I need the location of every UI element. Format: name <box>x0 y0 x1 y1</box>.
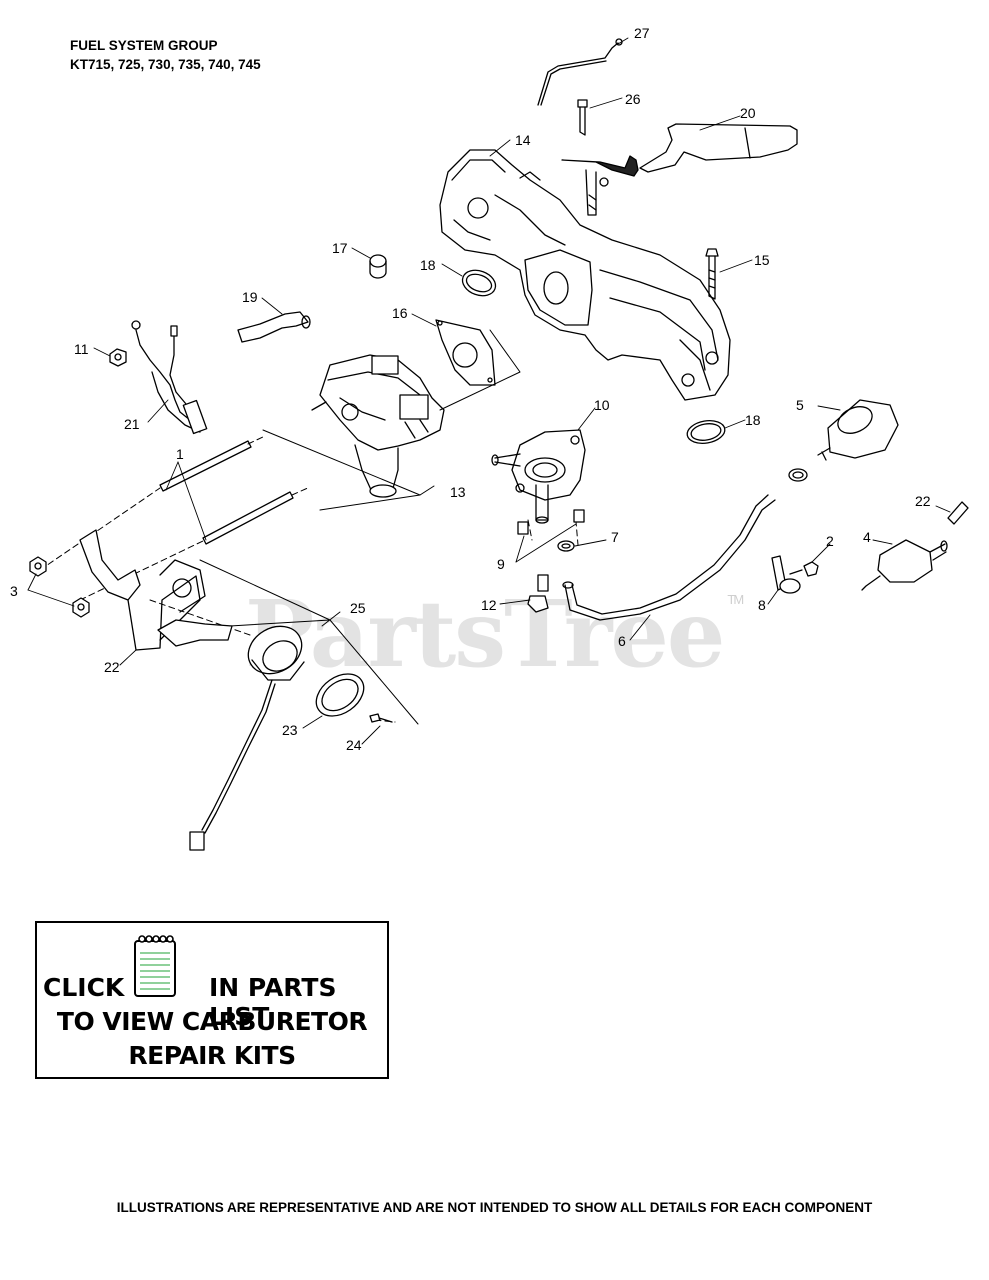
callout-7: 7 <box>611 529 619 545</box>
watermark-tm: TM <box>727 592 744 607</box>
callout-6: 6 <box>618 633 626 649</box>
part-17-spacer[interactable] <box>369 254 387 279</box>
part-10-fuel-pump-housing[interactable] <box>491 429 586 524</box>
callout-18-upper: 18 <box>420 257 436 273</box>
part-28-rod[interactable] <box>537 38 623 106</box>
callout-16: 16 <box>392 305 408 321</box>
callout-12: 12 <box>481 597 497 613</box>
kit-line-3: REPAIR KITS <box>128 1041 296 1070</box>
callout-11: 11 <box>74 341 89 357</box>
callout-3: 3 <box>10 583 18 599</box>
callout-9: 9 <box>497 556 505 572</box>
part-22-wire-harness[interactable] <box>131 320 208 435</box>
kit-click-label: CLICK <box>43 973 125 1002</box>
callout-13-bracket <box>262 329 521 511</box>
part-20-fitting[interactable] <box>947 501 969 525</box>
part-18-gasket-upper[interactable] <box>459 266 499 300</box>
callout-17: 17 <box>332 240 348 256</box>
watermark-text: PartsTree <box>245 580 725 688</box>
part-7-clamp[interactable] <box>557 540 575 552</box>
part-18-gasket-lower[interactable] <box>685 418 726 446</box>
callout-labels: 27 26 20 14 17 15 18 19 16 11 10 5 18 21… <box>10 25 931 753</box>
callout-4: 4 <box>863 529 871 545</box>
callout-26: 25 <box>350 600 366 616</box>
callout-8: 8 <box>758 597 766 613</box>
callout-18-lower: 18 <box>745 412 761 428</box>
part-6-fuel-hose[interactable] <box>562 494 776 621</box>
parts-diagram: 27 26 20 14 17 15 18 19 16 11 10 5 18 21… <box>10 25 969 851</box>
callout-24: 23 <box>282 722 298 738</box>
callout-5: 5 <box>796 397 804 413</box>
part-12-fitting[interactable] <box>527 574 549 613</box>
callout-19: 19 <box>242 289 258 305</box>
diagram-title: FUEL SYSTEM GROUP KT715, 725, 730, 735, … <box>70 36 261 74</box>
callout-25: 24 <box>346 737 362 753</box>
callout-21: 20 <box>740 105 756 121</box>
part-23-bracket[interactable] <box>79 529 233 651</box>
kit-line-2: TO VIEW CARBURETOR <box>56 1007 368 1036</box>
callout-15: 15 <box>754 252 770 268</box>
callout-14: 14 <box>515 132 531 148</box>
callout-27: 26 <box>625 91 641 107</box>
part-2-screw[interactable] <box>789 561 819 577</box>
part-24-fuel-pump[interactable] <box>189 617 372 851</box>
part-1-studs[interactable] <box>159 440 294 545</box>
part-hose-clamp[interactable] <box>788 468 808 482</box>
part-25-screw[interactable] <box>369 713 393 723</box>
footer-disclaimer: ILLUSTRATIONS ARE REPRESENTATIVE AND ARE… <box>116 1200 873 1215</box>
part-3-nuts[interactable] <box>29 556 90 618</box>
part-13-carburetor[interactable] <box>311 354 445 498</box>
callout-23: 22 <box>104 659 120 675</box>
part-5-fuel-filter[interactable] <box>817 399 899 461</box>
part-21-throttle-arm[interactable] <box>561 123 798 216</box>
part-4-inline-filter[interactable] <box>861 539 948 591</box>
part-9-screws[interactable] <box>517 509 585 535</box>
callout-2: 2 <box>826 533 834 549</box>
part-14-intake-manifold[interactable] <box>439 149 731 401</box>
callout-1: 1 <box>176 446 184 462</box>
carburetor-kit-notice: CLICK IN PARTS LIST TO VIEW CARBURETOR R… <box>35 921 389 1079</box>
kit-parts-list-label: IN PARTS LIST <box>209 973 337 1031</box>
callout-13: 13 <box>450 484 466 500</box>
callout-10: 10 <box>594 397 610 413</box>
title-line-2: KT715, 725, 730, 735, 740, 745 <box>70 57 261 72</box>
part-27-screw[interactable] <box>577 99 588 136</box>
part-16-carb-gasket[interactable] <box>435 319 496 386</box>
callout-26-bracket <box>199 559 419 725</box>
callout-28: 27 <box>634 25 650 41</box>
part-8-clip[interactable] <box>771 555 801 594</box>
callout-22: 21 <box>124 416 140 432</box>
leader-lines <box>27 37 951 745</box>
part-11-nut[interactable] <box>109 348 127 367</box>
part-15-bolt[interactable] <box>705 248 719 300</box>
notepad-icon[interactable] <box>132 933 178 999</box>
title-line-1: FUEL SYSTEM GROUP <box>70 38 218 53</box>
part-19-hose[interactable] <box>237 311 311 343</box>
callout-20: 22 <box>915 493 931 509</box>
